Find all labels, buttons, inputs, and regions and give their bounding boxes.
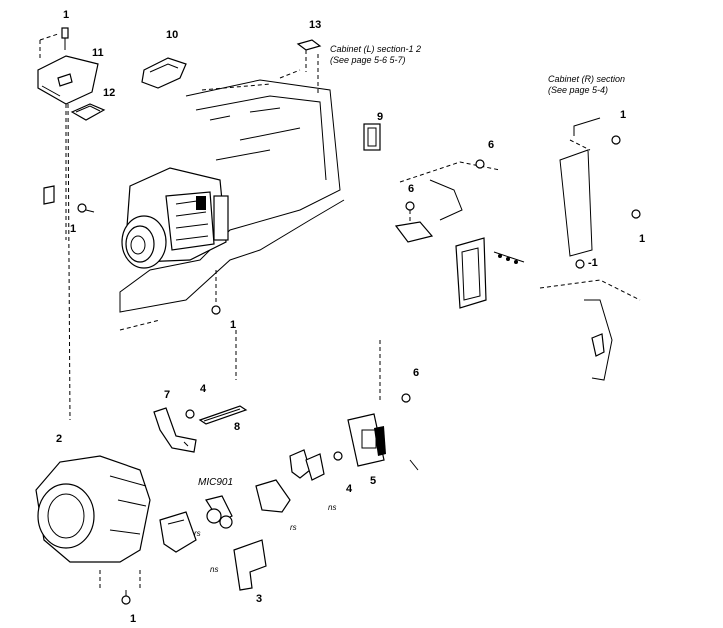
- callout-8: 8: [234, 421, 241, 433]
- small-label-rs: rs: [194, 529, 201, 538]
- cabinet-r-note-line2: (See page 5-4): [548, 85, 609, 95]
- screw-6-right-top: [475, 159, 485, 169]
- callout-4-upper: 4: [200, 383, 207, 395]
- mic901-assembly: [205, 495, 233, 529]
- part-3-bracket: [233, 539, 267, 591]
- small-label-ns: ns: [328, 503, 337, 512]
- part-8-strip: [198, 405, 248, 425]
- screw-1-top: [61, 27, 69, 50]
- callout-6-right-top: 6: [488, 139, 495, 151]
- screw-1-bottom: [121, 590, 131, 605]
- small-bracket-cluster: [289, 449, 419, 481]
- lower-mid-bracket: [255, 479, 291, 513]
- screw-6-right-mid: [405, 201, 415, 224]
- callout-5: 5: [370, 475, 377, 487]
- callout-1-center: 1: [230, 319, 237, 331]
- part-11-cover-plate: [37, 55, 99, 105]
- callout-2: 2: [56, 433, 63, 445]
- small-label-ns: ns: [210, 565, 219, 574]
- callout-6-lower: 6: [413, 367, 420, 379]
- part-7-bracket: [153, 407, 197, 453]
- part-12-sheet: [70, 103, 106, 121]
- lens-block: [121, 167, 229, 269]
- callout-1-right-top: 1: [620, 109, 627, 121]
- callout-1-right-bottom: -1: [588, 257, 598, 269]
- callout-1-left: 1: [70, 223, 77, 235]
- guide-line: [305, 50, 319, 96]
- callout-3: 3: [256, 593, 263, 605]
- cabinet-r-bracket: [539, 117, 641, 381]
- screw-6-lower: [401, 393, 411, 403]
- guide-line: [119, 319, 381, 400]
- callout-13: 13: [309, 19, 322, 31]
- main-chassis: [119, 69, 345, 313]
- part-5-board: [347, 413, 386, 467]
- callout-12: 12: [103, 87, 116, 99]
- lower-left-bracket: [159, 511, 197, 553]
- part-2-front-housing: [35, 455, 151, 590]
- callout-4-lower: 4: [346, 483, 353, 495]
- callout-1-top: 1: [63, 9, 70, 21]
- screw-4-upper: [185, 409, 195, 419]
- mic901-label: MIC901: [198, 477, 234, 488]
- guide-line: [65, 103, 71, 421]
- part-13-clip: [296, 39, 322, 51]
- small-label-rs: rs: [290, 523, 297, 532]
- callout-10: 10: [166, 29, 179, 41]
- guide-line: [39, 33, 59, 60]
- cabinet-r-note-line1: Cabinet (R) section: [548, 74, 626, 84]
- screw-1-left: [77, 203, 95, 213]
- part-9-frame: [363, 123, 381, 151]
- callout-7: 7: [164, 389, 171, 401]
- callout-1-bottom: 1: [130, 613, 137, 625]
- callout-1-right-mid: 1: [639, 233, 646, 245]
- callout-9: 9: [377, 111, 384, 123]
- callout-11: 11: [92, 47, 104, 59]
- bracket-piece: [43, 185, 55, 205]
- screw-1-center: [211, 270, 221, 315]
- callout-6-right-mid: 6: [408, 183, 415, 195]
- cabinet-l-note-line1: Cabinet (L) section-1 2: [330, 44, 422, 54]
- part-10-pad: [141, 57, 187, 89]
- cabinet-l-note-line2: (See page 5-6 5-7): [330, 55, 406, 65]
- right-bracket-assembly: [394, 161, 525, 309]
